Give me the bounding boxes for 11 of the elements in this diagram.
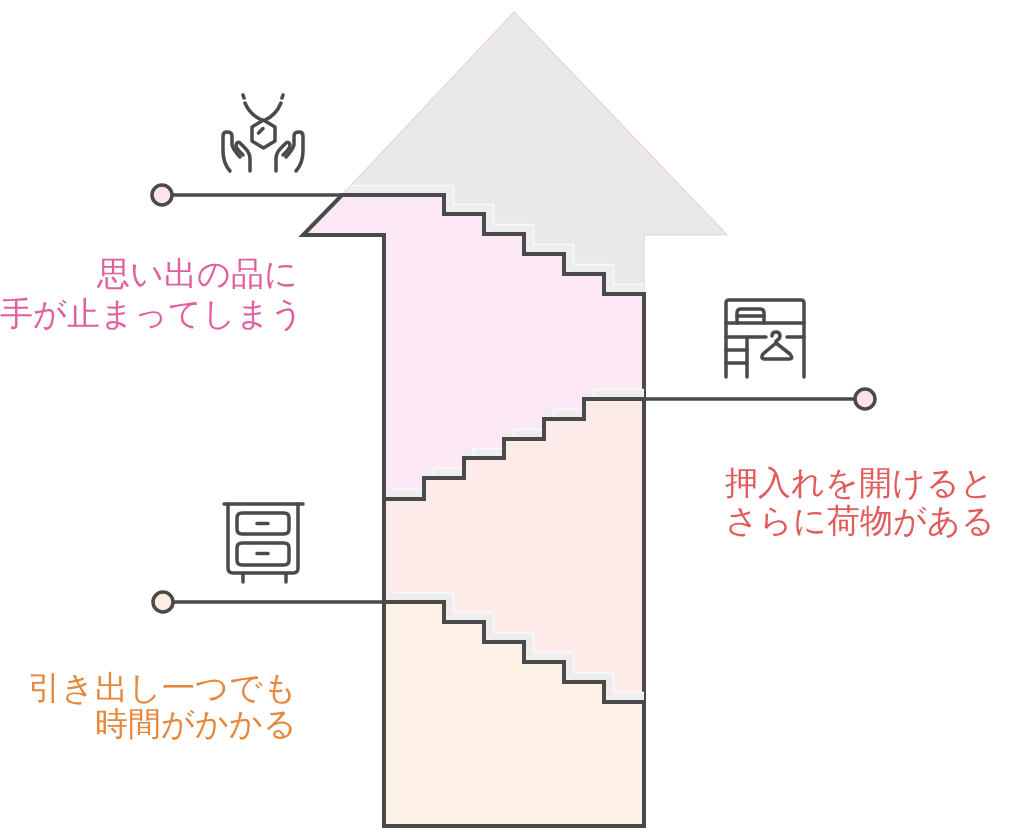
callout-text: 押入れを開けるとさらに荷物がある xyxy=(725,464,993,540)
leader-line xyxy=(173,600,384,604)
callout-dot xyxy=(150,183,174,207)
stair-band xyxy=(382,600,646,828)
callout-dot xyxy=(151,590,175,614)
callout-text: 引き出し一つでも時間がかかる xyxy=(27,670,297,742)
leader-line xyxy=(644,397,855,401)
callout-text: 思い出の品に手が止まってしまう xyxy=(0,254,298,334)
leader-line xyxy=(172,193,342,197)
arrowhead-shape xyxy=(340,11,729,295)
callout-dot xyxy=(853,387,877,411)
